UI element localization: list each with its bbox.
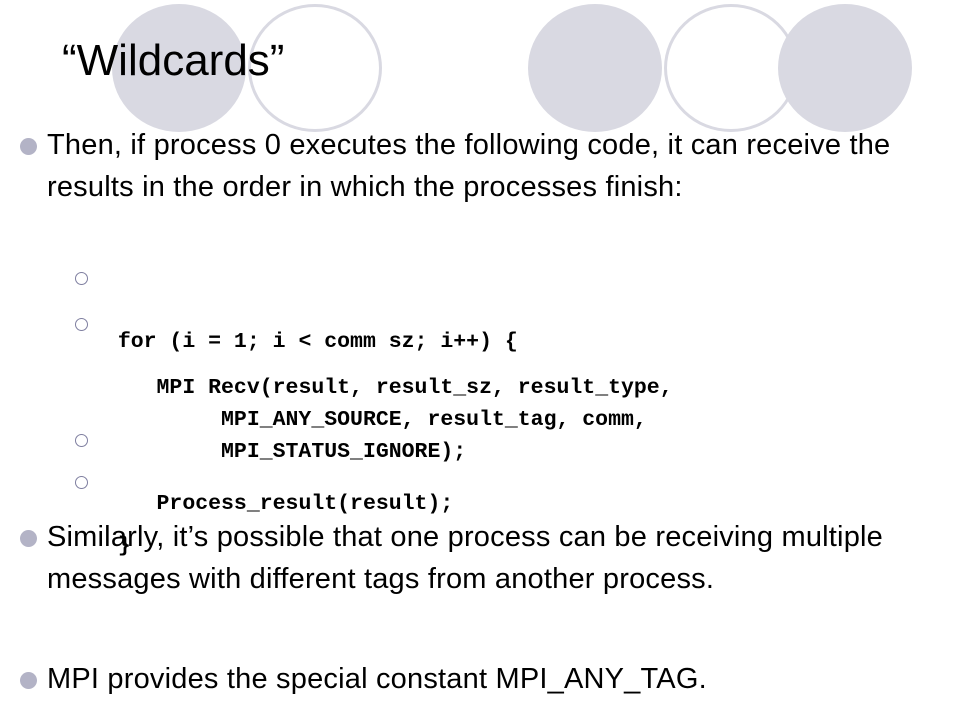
sub-bullet-icon (75, 272, 88, 285)
slide-title: “Wildcards” (62, 36, 285, 85)
code-line: MPI Recv(result, result_sz, result_type,… (75, 308, 673, 468)
bullet-icon (20, 672, 37, 689)
sub-bullet-icon (75, 476, 88, 489)
bullet-item: MPI provides the special constant MPI_AN… (20, 658, 937, 700)
code-line: Process_result(result); (75, 424, 454, 520)
bullet-icon (20, 138, 37, 155)
decor-circle-5 (778, 4, 912, 132)
bullet-icon (20, 530, 37, 547)
sub-bullet-icon (75, 434, 88, 447)
decor-circle-2 (248, 4, 382, 132)
bullet-item: Similarly, it’s possible that one proces… (20, 516, 937, 600)
code-line-text: MPI Recv(result, result_sz, result_type,… (156, 376, 673, 464)
code-line: for (i = 1; i < comm sz; i++) { (75, 262, 518, 358)
code-line-text: for (i = 1; i < comm sz; i++) { (117, 330, 518, 354)
bullet-text: Then, if process 0 executes the followin… (47, 129, 891, 203)
decor-circle-1 (112, 4, 246, 132)
code-line: } (75, 466, 131, 562)
bullet-text: MPI provides the special constant MPI_AN… (47, 663, 707, 695)
code-line-text: Process_result(result); (117, 492, 454, 516)
code-line-text: } (117, 534, 131, 558)
bullet-item: Then, if process 0 executes the followin… (20, 124, 937, 208)
bullet-text: Similarly, it’s possible that one proces… (47, 521, 883, 595)
sub-bullet-icon (75, 318, 88, 331)
decor-circle-3 (528, 4, 662, 132)
